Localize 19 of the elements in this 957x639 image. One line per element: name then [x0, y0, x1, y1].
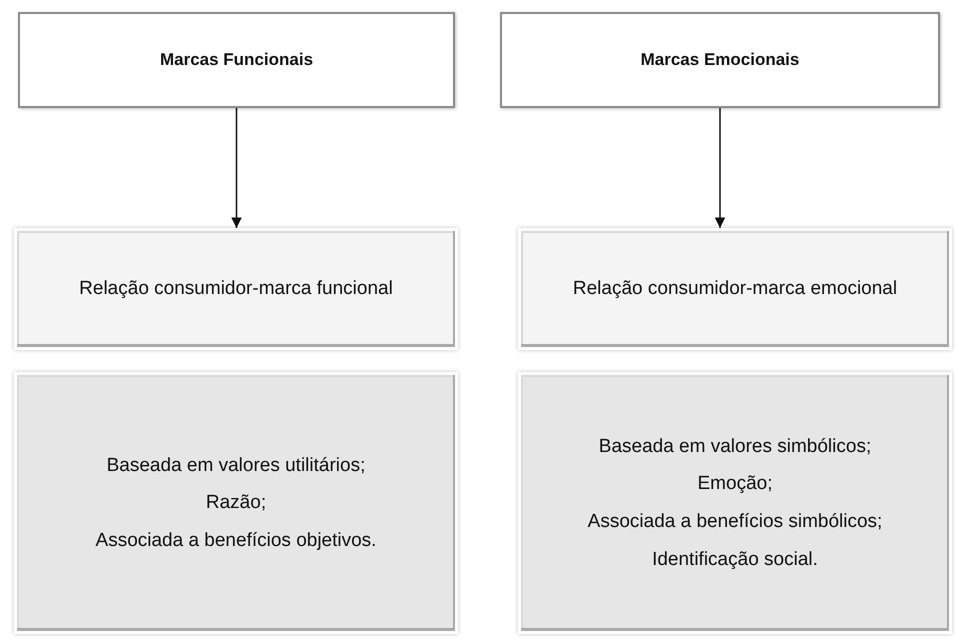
- process-box: [500, 12, 940, 108]
- box-text: Baseada em valores utilitários;: [106, 454, 366, 478]
- process-box: [14, 228, 458, 350]
- box-text: Relação consumidor-marca emocional: [572, 277, 898, 302]
- arrow: [714, 108, 726, 228]
- description-box: [518, 372, 952, 634]
- box-text: Emoção;: [698, 472, 772, 496]
- box-text: Associada a benefícios simbólicos;: [588, 510, 882, 534]
- process-box: [518, 228, 952, 350]
- description-box: [14, 372, 458, 634]
- arrow: [231, 108, 242, 228]
- box-text: Baseada em valores simbólicos;: [598, 434, 872, 459]
- box-text: Associada a benefícios objetivos.: [96, 528, 376, 553]
- box-text: Razão;: [206, 491, 266, 516]
- box-title: Marcas Funcionais: [160, 48, 314, 71]
- process-box: [18, 12, 455, 108]
- box-text: Identificação social.: [652, 548, 818, 572]
- box-text: Relação consumidor-marca funcional: [79, 277, 393, 302]
- box-title: Marcas Emocionais: [640, 48, 800, 71]
